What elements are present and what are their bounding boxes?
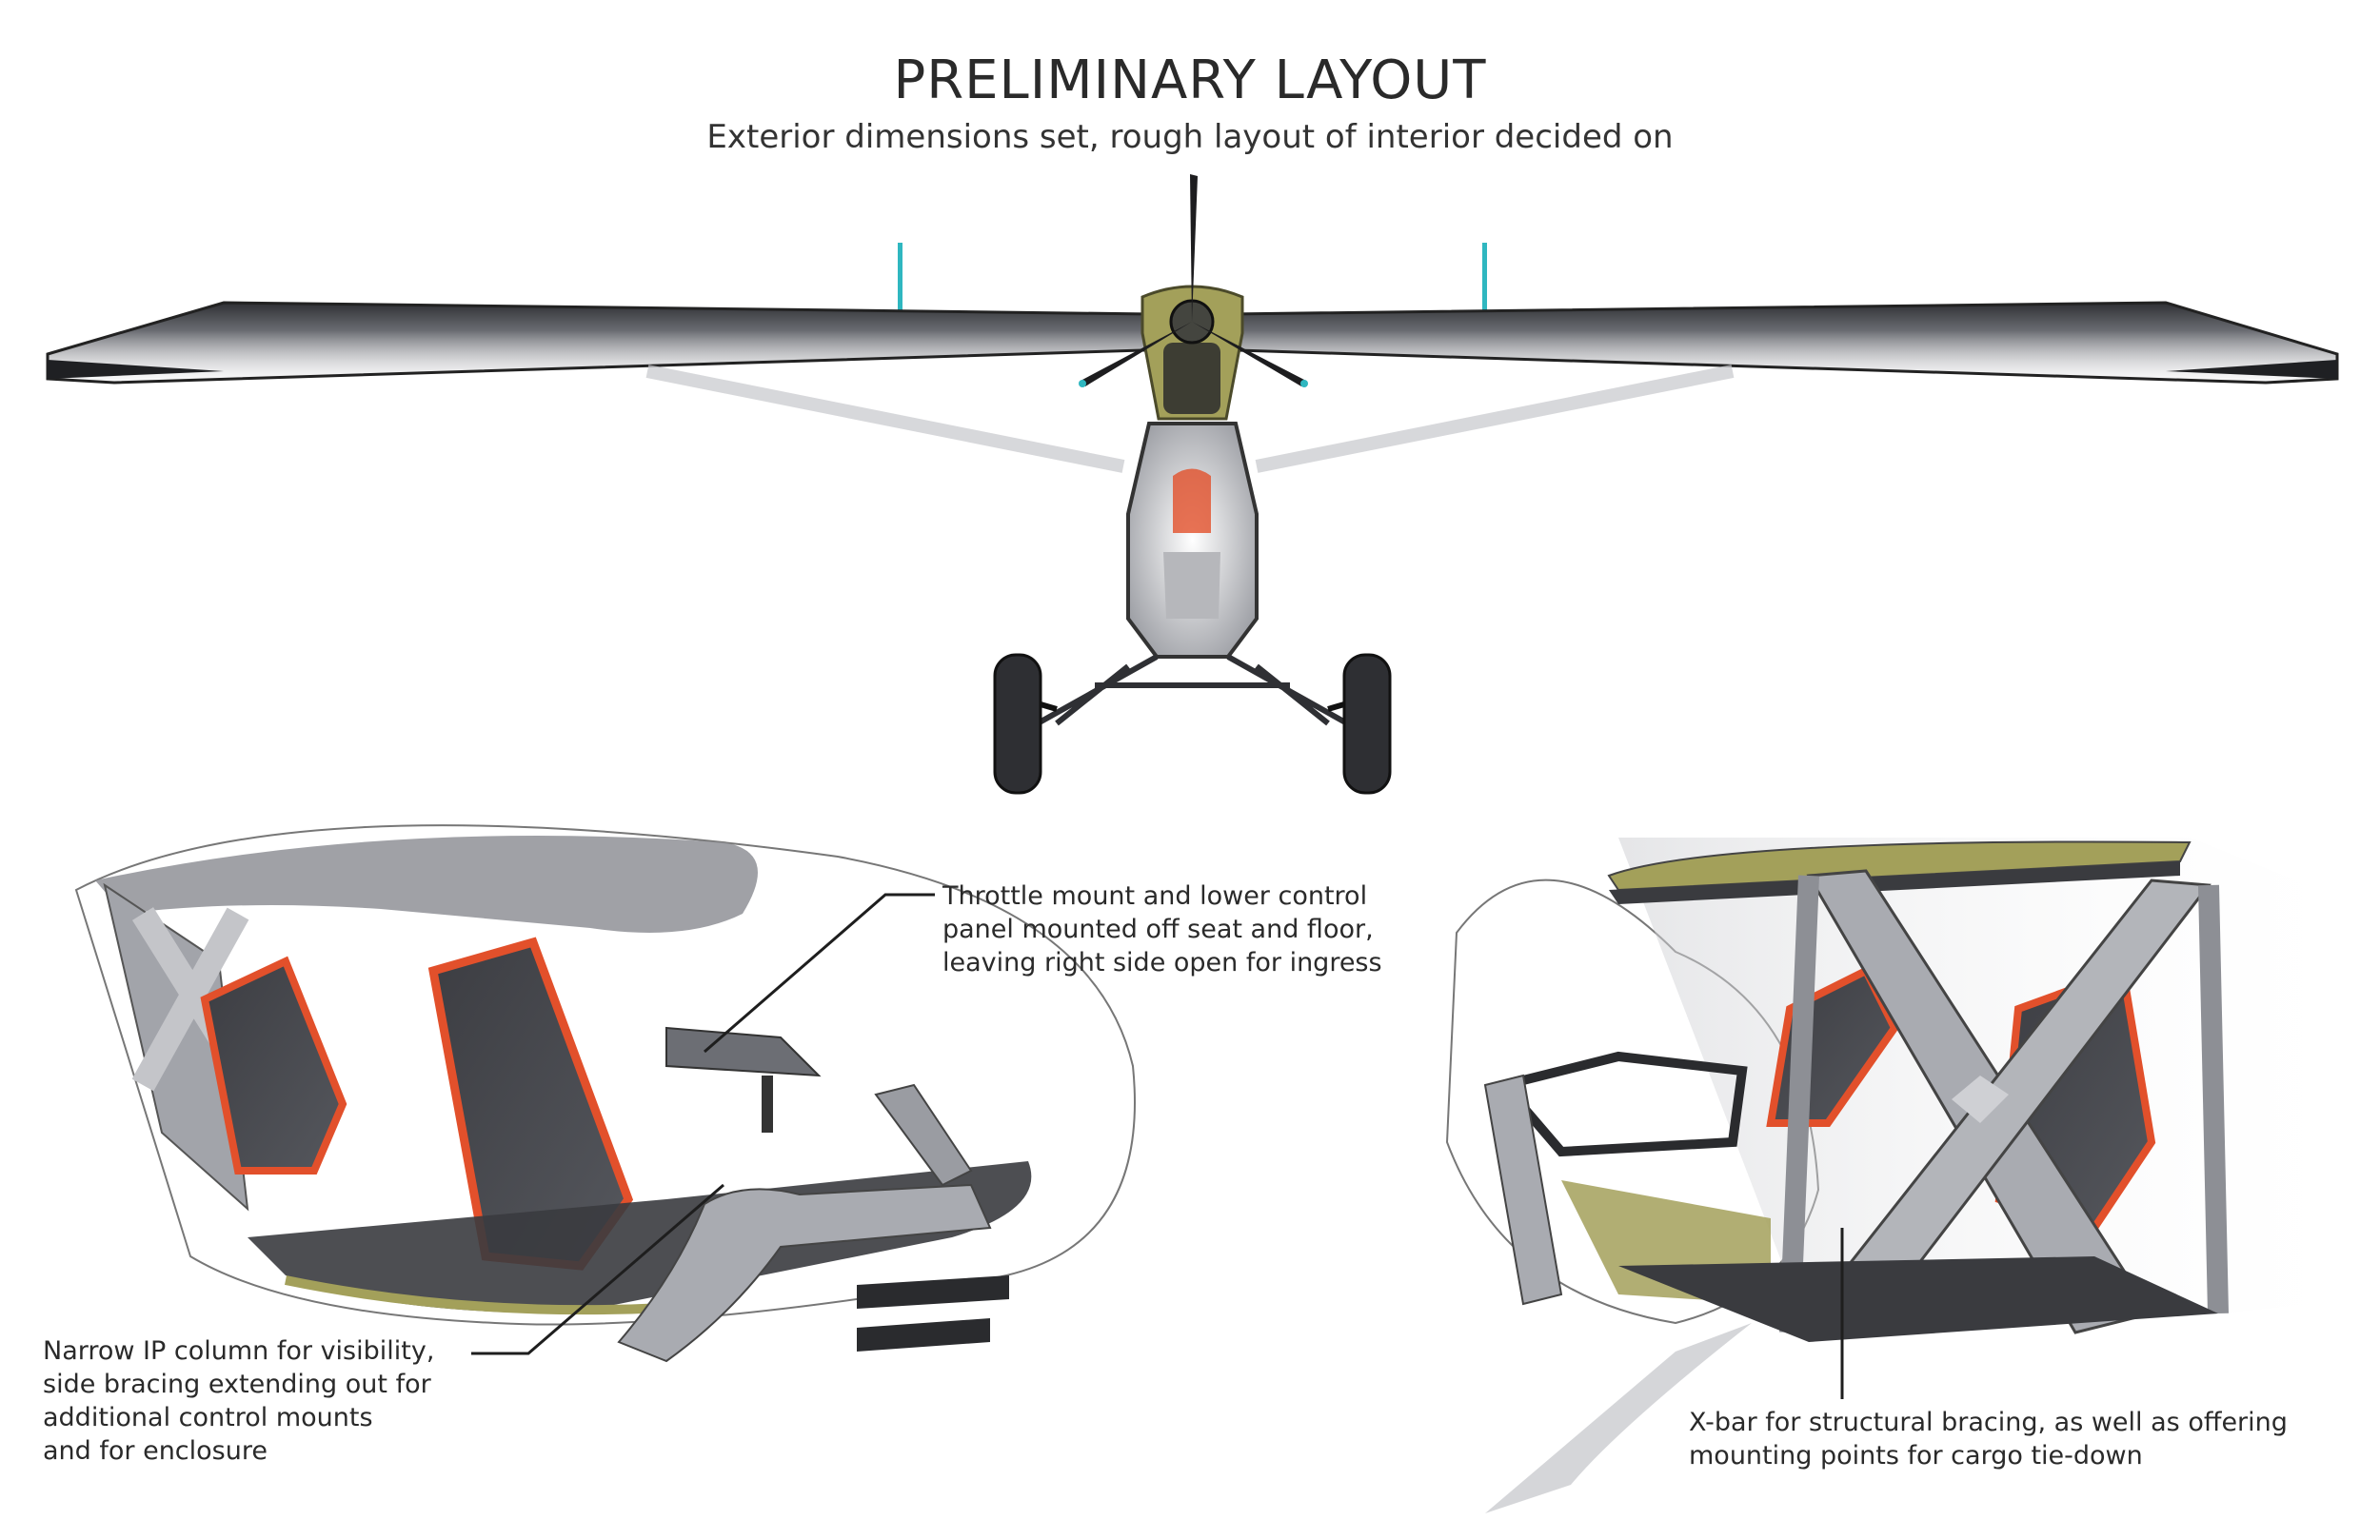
- propeller-blade-top: [1190, 174, 1198, 322]
- propeller-blade-left: [1081, 322, 1192, 386]
- callout-leader-ip-column: [471, 1183, 724, 1355]
- callout-x-bar: X-bar for structural bracing, as well as…: [1689, 1408, 2288, 1471]
- callout-leader-throttle: [704, 893, 935, 1054]
- callout-ip-column: Narrow IP column for visibility,side bra…: [43, 1336, 435, 1466]
- left-wheel: [993, 653, 1042, 795]
- front-view-aircraft: [46, 174, 2339, 795]
- ip-column: [617, 1183, 992, 1363]
- page-title: PRELIMINARY LAYOUT: [893, 49, 1487, 111]
- propeller-blade-right: [1192, 322, 1306, 386]
- cockpit-cage: [1126, 422, 1259, 659]
- right-interior-sketch: [1445, 838, 2380, 1513]
- left-interior-sketch: [74, 824, 1136, 1363]
- left-winglet: [898, 243, 902, 321]
- right-wheel: [1342, 653, 1392, 795]
- landing-gear-struts: [1036, 654, 1349, 726]
- right-winglet: [1482, 243, 1487, 321]
- page-subtitle: Exterior dimensions set, rough layout of…: [706, 118, 1674, 156]
- rear-seat: [200, 956, 347, 1175]
